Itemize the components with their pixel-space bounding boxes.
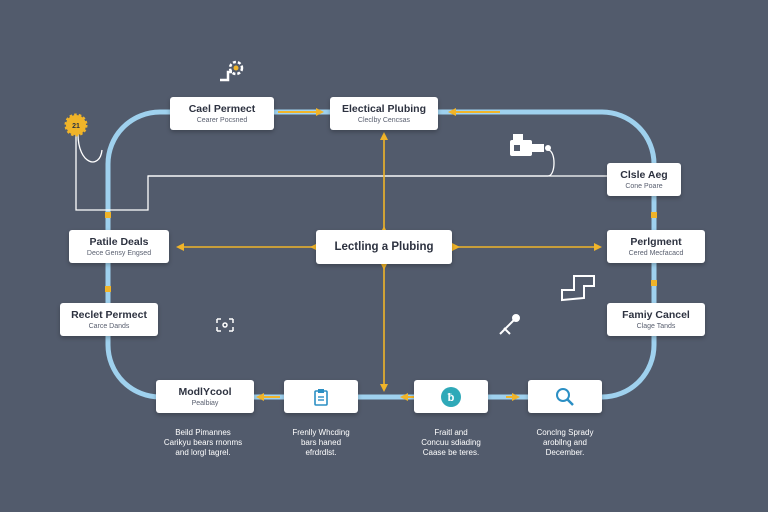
node-title: Clsle Aeg — [620, 168, 668, 181]
node-right-lower[interactable]: Famiy Cancel Clage Tands — [607, 303, 705, 336]
node-left-lower[interactable]: Reclet Permect Carce Dands — [60, 303, 158, 336]
node-title: Electical Plubing — [341, 102, 427, 115]
node-title: Patile Deals — [89, 235, 149, 248]
node-subtitle: Clage Tands — [636, 322, 676, 330]
gear-wrench-icon — [220, 60, 244, 82]
node-subtitle: Cearer Pocsned — [196, 116, 248, 124]
node-title: ModlYcool — [178, 385, 232, 398]
track-marker-2 — [105, 286, 111, 292]
screwdriver-icon — [499, 314, 520, 335]
gear-badge-icon: 21 — [64, 113, 88, 137]
wire-loop — [77, 133, 103, 163]
caption-3: Fraitl and Concuu sdiading Caase be tere… — [421, 428, 481, 457]
node-top-center[interactable]: Electical Plubing Cleclby Cencsas — [330, 97, 438, 130]
node-subtitle: Dece Gensy Engsed — [86, 249, 152, 257]
caption-2: Frenlly Whcding bars haned efrdrdlst. — [292, 428, 350, 457]
node-subtitle: Carce Dands — [88, 322, 130, 330]
track-marker-4 — [651, 280, 657, 286]
move-icon — [216, 318, 234, 332]
icon-box-info[interactable]: ƀ — [414, 380, 488, 413]
node-center[interactable]: Lectling a Plubing — [316, 230, 452, 264]
caption-1: Beild Pimannes Carikyu bears rnonms and … — [163, 428, 243, 457]
stair-step-icon — [561, 275, 595, 302]
node-title: Reclet Permect — [71, 308, 147, 321]
node-left-mid[interactable]: Patile Deals Dece Gensy Engsed — [69, 230, 169, 263]
node-right-mid[interactable]: Perlgment Cered Mecfacacd — [607, 230, 705, 263]
track-marker-3 — [651, 212, 657, 218]
icon-box-search[interactable] — [528, 380, 602, 413]
plug-icon — [510, 134, 551, 156]
node-subtitle: Cleclby Cencsas — [357, 116, 411, 124]
node-title: Cael Permect — [188, 102, 256, 115]
icon-box-clipboard[interactable] — [284, 380, 358, 413]
wire-left — [75, 126, 555, 211]
node-title: Famiy Cancel — [622, 308, 690, 321]
info-icon: ƀ — [441, 386, 461, 407]
node-top-left[interactable]: Cael Permect Cearer Pocsned — [170, 97, 274, 130]
clipboard-icon — [314, 388, 328, 406]
node-title: Lectling a Plubing — [334, 241, 434, 253]
node-bottom-left[interactable]: ModlYcool Pealbiay — [156, 380, 254, 413]
node-subtitle: Pealbiay — [191, 399, 219, 407]
node-subtitle: Cered Mecfacacd — [628, 249, 684, 257]
search-icon — [556, 387, 574, 406]
node-subtitle: Cone Poare — [625, 182, 663, 190]
node-title: Perlgment — [630, 235, 682, 248]
svg-text:ƀ: ƀ — [448, 392, 455, 404]
track-marker-1 — [105, 212, 111, 218]
svg-text:21: 21 — [72, 123, 80, 130]
node-right-upper[interactable]: Clsle Aeg Cone Poare — [607, 163, 681, 196]
caption-4: Conclng Sprady arobllng and December. — [536, 428, 594, 457]
